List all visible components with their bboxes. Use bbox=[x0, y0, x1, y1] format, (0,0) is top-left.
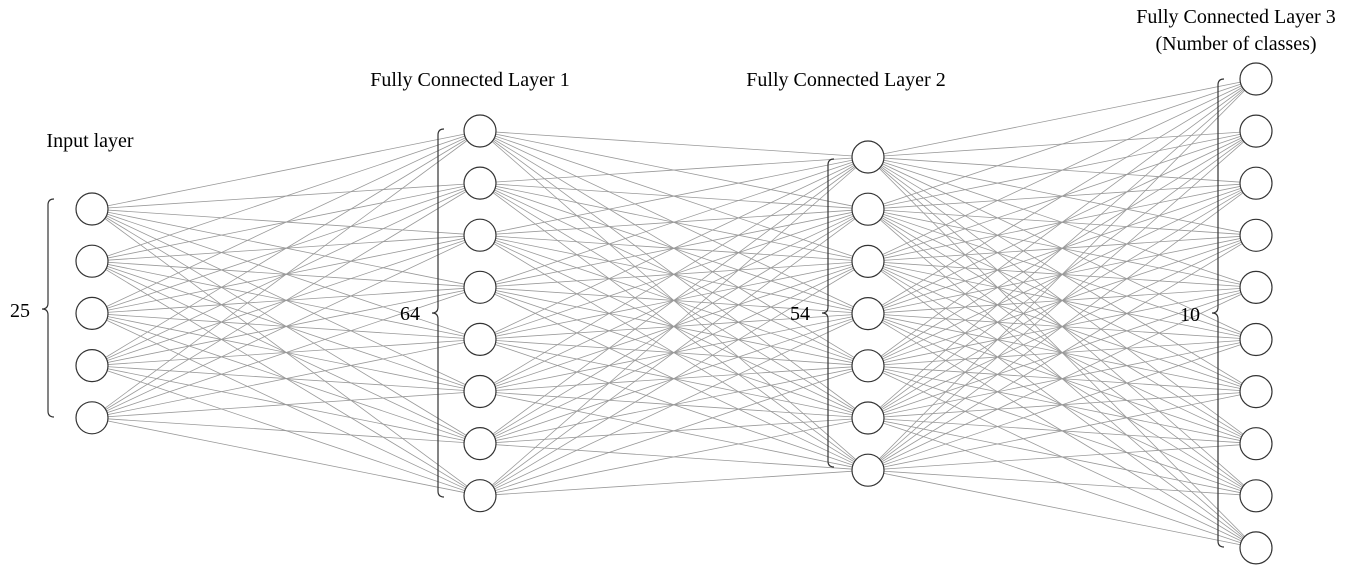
neuron-node-fc2 bbox=[851, 192, 885, 226]
neuron-node-fc2 bbox=[851, 401, 885, 435]
connection-line bbox=[479, 365, 869, 497]
neuron-node-fc1 bbox=[463, 270, 497, 304]
connection-line bbox=[479, 156, 869, 340]
neuron-node-input bbox=[75, 244, 109, 278]
neuron-node-fc3 bbox=[1239, 322, 1273, 357]
neuron-node-fc2 bbox=[851, 453, 885, 487]
connection-line bbox=[867, 469, 1257, 549]
connection-line bbox=[91, 130, 481, 366]
connection-line bbox=[91, 130, 481, 419]
connection-line bbox=[91, 339, 481, 419]
connection-line bbox=[479, 156, 869, 184]
connection-line bbox=[867, 287, 1257, 471]
connection-line bbox=[867, 391, 1257, 471]
neuron-node-fc1 bbox=[463, 166, 497, 200]
layer-subtitle-fc3: (Number of classes) bbox=[1155, 33, 1316, 55]
connection-line bbox=[867, 78, 1257, 314]
layer-title-fc3: Fully Connected Layer 3 bbox=[1136, 6, 1335, 28]
connection-line bbox=[867, 78, 1257, 262]
connection-line bbox=[479, 156, 869, 288]
connection-line bbox=[479, 156, 869, 444]
layer-title-fc2: Fully Connected Layer 2 bbox=[746, 69, 945, 91]
connection-line bbox=[479, 156, 869, 236]
connection-line bbox=[479, 261, 869, 497]
neuron-node-fc3 bbox=[1239, 114, 1273, 148]
connection-line bbox=[867, 78, 1257, 471]
connection-line bbox=[867, 469, 1257, 497]
connection-line bbox=[867, 78, 1257, 419]
connection-line bbox=[867, 130, 1257, 471]
connection-line bbox=[91, 391, 481, 419]
layer-count-fc2: 54 bbox=[790, 303, 810, 325]
connection-line bbox=[867, 339, 1257, 471]
neuron-node-fc1 bbox=[463, 427, 497, 461]
layer-count-input: 25 bbox=[10, 300, 30, 322]
neuron-node-input bbox=[75, 349, 109, 383]
layer-braces bbox=[41, 78, 1225, 548]
connection-line bbox=[867, 443, 1257, 471]
connection-line bbox=[479, 130, 869, 158]
layer-brace-fc3 bbox=[1211, 78, 1225, 548]
neuron-node-fc3 bbox=[1239, 62, 1273, 96]
layer-title-input: Input layer bbox=[46, 130, 134, 152]
connection-line bbox=[479, 313, 869, 497]
neuron-node-fc2 bbox=[851, 140, 885, 174]
connection-line bbox=[91, 417, 481, 497]
neuron-node-input bbox=[75, 296, 109, 330]
layer-brace-input bbox=[41, 198, 55, 418]
layer-title-fc1: Fully Connected Layer 1 bbox=[370, 69, 569, 91]
connection-line bbox=[867, 182, 1257, 471]
connection-line bbox=[91, 417, 481, 444]
neuron-node-fc3 bbox=[1239, 166, 1273, 200]
neuron-node-fc1 bbox=[463, 322, 497, 356]
neuron-node-fc3 bbox=[1239, 218, 1273, 252]
connection-line bbox=[479, 156, 869, 497]
connection-line bbox=[479, 208, 869, 497]
neuron-node-fc1 bbox=[463, 114, 497, 148]
neuron-node-fc2 bbox=[851, 349, 885, 383]
layer-brace-fc2 bbox=[821, 158, 835, 468]
connection-line bbox=[479, 417, 869, 497]
connection-line bbox=[479, 156, 869, 392]
connection-line bbox=[867, 78, 1257, 158]
neuron-node-input bbox=[75, 401, 109, 435]
connection-line bbox=[91, 286, 481, 419]
connection-line bbox=[479, 469, 869, 497]
layer-brace-fc1 bbox=[431, 128, 445, 498]
neuron-node-fc2 bbox=[851, 244, 885, 278]
connection-line bbox=[867, 234, 1257, 471]
connection-line bbox=[91, 234, 481, 419]
neuron-node-fc1 bbox=[463, 218, 497, 252]
connection-line bbox=[91, 182, 481, 419]
neuron-node-fc1 bbox=[463, 479, 497, 513]
connections bbox=[91, 78, 1257, 549]
connection-line bbox=[867, 78, 1257, 210]
nodes bbox=[75, 62, 1273, 565]
neuron-node-fc3 bbox=[1239, 531, 1273, 565]
neuron-node-fc3 bbox=[1239, 270, 1273, 304]
neuron-node-fc3 bbox=[1239, 479, 1273, 513]
connection-line bbox=[91, 130, 481, 314]
connection-line bbox=[867, 78, 1257, 367]
connection-line bbox=[91, 130, 481, 210]
neuron-node-input bbox=[75, 192, 109, 226]
neuron-node-fc3 bbox=[1239, 427, 1273, 461]
connection-line bbox=[91, 130, 481, 262]
neuron-node-fc3 bbox=[1239, 375, 1273, 409]
layer-count-fc3: 10 bbox=[1180, 304, 1200, 326]
layer-count-fc1: 64 bbox=[400, 303, 420, 325]
neuron-node-fc2 bbox=[851, 297, 885, 331]
neuron-node-fc1 bbox=[463, 374, 497, 409]
